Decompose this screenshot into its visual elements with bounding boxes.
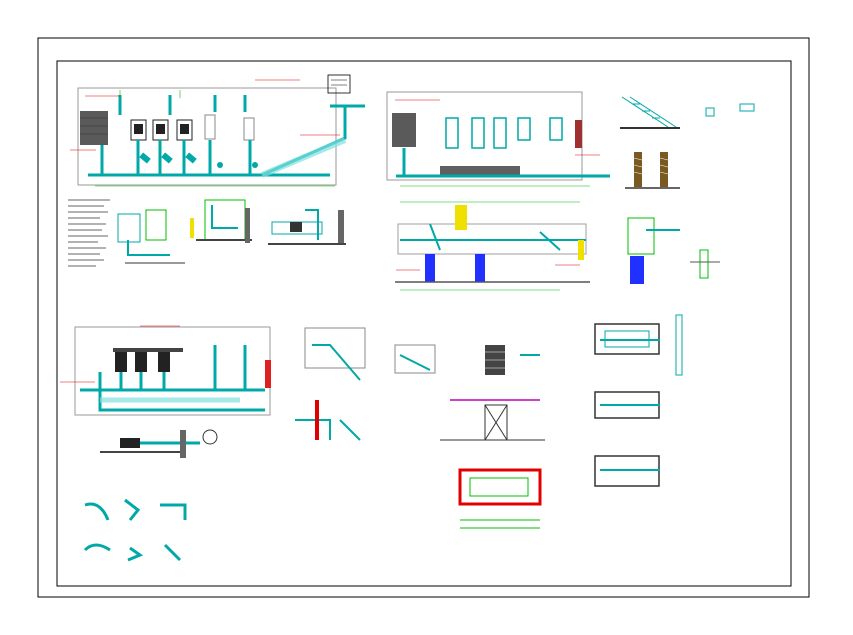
long-section [395,201,590,291]
building-outline [77,87,337,186]
pump-station-plan-bottom-left [60,325,271,416]
pump-station-plan-top-right [386,91,755,189]
pump-station-plan-top-left [70,74,365,187]
sheet-outer-border [37,37,810,598]
pier-footings [425,254,485,282]
valve-chamber-section [627,217,720,284]
pump-units [130,114,255,141]
stair-detail [621,96,677,128]
section-b [196,199,252,243]
inlet-details [295,327,540,441]
valves [139,152,258,168]
pipe-fittings [83,498,187,562]
spring-supports [625,152,680,189]
wet-well-hatch [392,113,416,147]
sheet-inner-border [56,60,792,587]
manhole-plan [458,468,542,529]
valve-box-details [594,314,683,487]
legend-box [327,74,351,94]
structure-section [440,399,545,441]
section-a [117,209,194,264]
section-c [268,209,346,245]
wet-well-hatch [80,111,108,145]
notes-list [68,199,110,267]
pump-elevation [100,429,218,458]
